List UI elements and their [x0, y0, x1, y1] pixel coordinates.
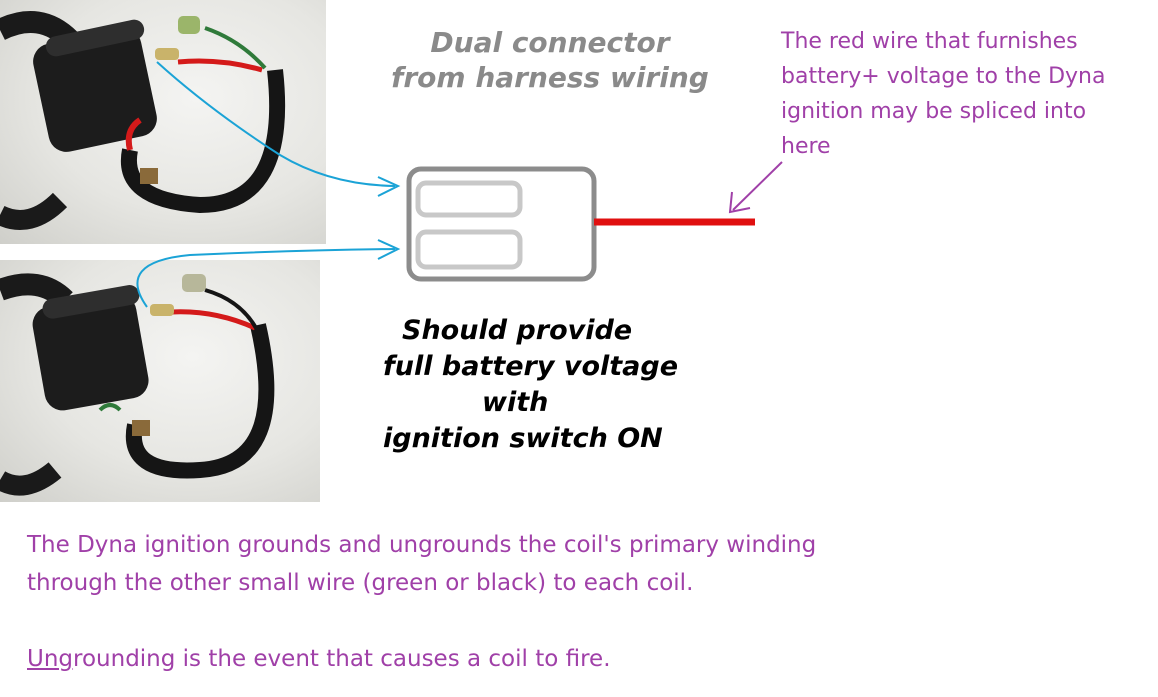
- red-wire-note-line: battery+ voltage to the Dyna: [781, 64, 1106, 89]
- arrowhead-top: [377, 176, 401, 197]
- red-wire-note-line: ignition may be spliced into: [781, 99, 1087, 124]
- explanation-line3-rest: rounding is the event that causes a coil…: [73, 646, 611, 672]
- voltage-note-line: with: [482, 387, 549, 418]
- arrow-bottom-coil-to-connector: [136, 248, 396, 308]
- arrowhead-bottom: [377, 239, 401, 260]
- red-wire-note-line: The red wire that furnishes: [781, 29, 1078, 54]
- connector-title-line1: Dual connector: [430, 26, 670, 59]
- connector-slot-upper: [415, 180, 523, 218]
- red-wire-note-line: here: [781, 134, 831, 159]
- ignition-coil-photo-bottom: [0, 260, 320, 502]
- explanation-line2: through the other small wire (green or b…: [27, 570, 694, 596]
- voltage-note-line: full battery voltage: [383, 351, 679, 382]
- connector-slot-lower: [415, 229, 523, 270]
- explanation-line3: Ungrounding is the event that causes a c…: [27, 640, 816, 678]
- connector-title-line2: from harness wiring: [391, 61, 709, 94]
- explanation-line1: The Dyna ignition grounds and ungrounds …: [27, 532, 817, 558]
- arrow-top-coil-to-connector: [156, 61, 396, 187]
- ignition-coil-bottom-drawing: [0, 273, 275, 496]
- voltage-note-line: Should provide: [402, 315, 633, 346]
- ignition-coil-top-drawing: [0, 11, 286, 230]
- ignition-coil-photo-top: [0, 0, 326, 244]
- purple-arrowhead: [728, 191, 751, 214]
- purple-pointer-arrow: [732, 161, 783, 211]
- voltage-note-line: ignition switch ON: [383, 423, 663, 454]
- explanation-block: The Dyna ignition grounds and ungrounds …: [27, 526, 816, 678]
- explanation-underlined-prefix: Ung: [27, 646, 74, 672]
- red-wire-note: The red wire that furnishes battery+ vol…: [781, 24, 1151, 164]
